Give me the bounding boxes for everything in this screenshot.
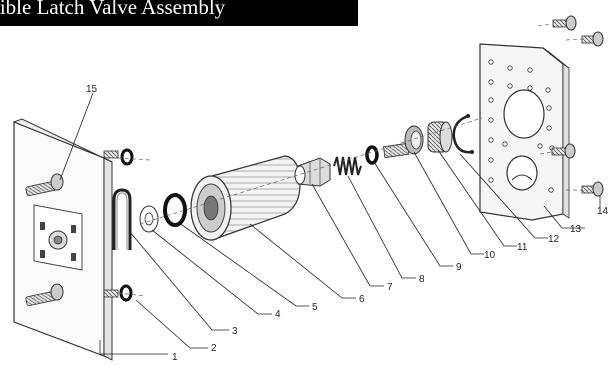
callout-6: 6 <box>359 294 365 305</box>
small-o-ring <box>365 145 379 165</box>
screw-top-right <box>581 31 604 47</box>
bottom-stud <box>103 289 119 298</box>
screw-top-left <box>552 15 577 31</box>
latch-pin <box>112 188 132 250</box>
top-stud <box>103 150 119 159</box>
callout-7: 7 <box>387 282 393 293</box>
valve-body <box>190 155 301 241</box>
retaining-clip <box>452 114 474 154</box>
front-mounting-plate <box>12 118 113 361</box>
bottom-o-ring <box>119 284 133 302</box>
callout-2: 2 <box>211 343 217 354</box>
large-o-ring <box>163 193 187 227</box>
callout-10: 10 <box>484 250 496 261</box>
assembly-axis-lines <box>117 23 583 297</box>
callout-11: 11 <box>517 242 528 253</box>
callout-9: 9 <box>456 262 462 273</box>
threaded-nut <box>427 121 453 153</box>
callout-1: 1 <box>172 352 178 363</box>
mounting-bolt-lower <box>25 283 64 307</box>
top-o-ring <box>120 148 134 166</box>
back-plate <box>479 43 570 221</box>
callout-15: 15 <box>86 84 98 95</box>
callout-leader-lines <box>59 92 601 355</box>
callout-13: 13 <box>570 224 582 235</box>
flat-washer <box>139 205 159 233</box>
diagram-title: tible Latch Valve Assembly <box>0 0 226 19</box>
screw-bottom-right <box>581 181 604 197</box>
title-banner: tible Latch Valve Assembly <box>0 0 358 26</box>
callout-14: 14 <box>597 206 609 217</box>
spring <box>333 156 362 176</box>
callout-5: 5 <box>312 302 318 313</box>
screw-bottom-left <box>551 143 576 159</box>
hex-fitting <box>294 157 331 187</box>
plunger-stem <box>382 125 424 159</box>
callout-12: 12 <box>548 234 560 245</box>
callout-4: 4 <box>275 309 281 320</box>
callout-3: 3 <box>232 326 238 337</box>
callout-8: 8 <box>419 274 425 285</box>
mounting-bolt-upper <box>25 173 64 197</box>
